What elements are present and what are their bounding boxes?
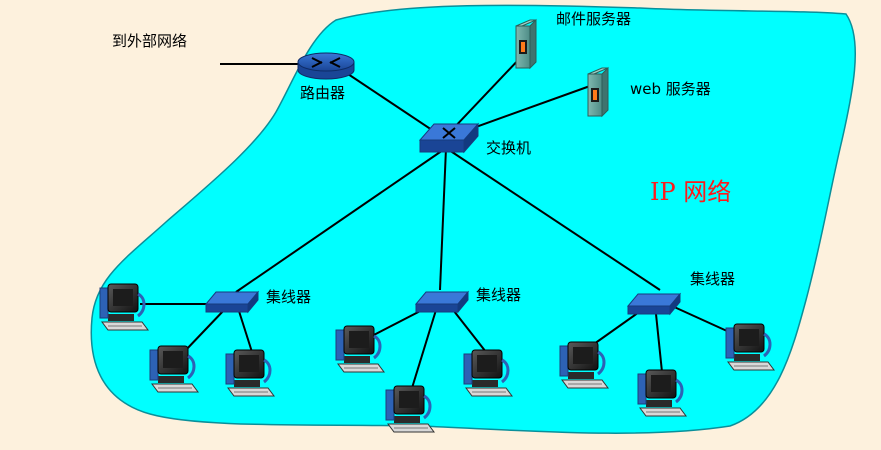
hub-right-icon — [627, 293, 681, 315]
ip-network-area — [90, 4, 856, 434]
link-switch-hub-middle — [439, 147, 447, 291]
hub-left-icon — [205, 291, 259, 313]
hub-left-label: 集线器 — [266, 288, 311, 306]
mail-server-icon — [515, 19, 537, 69]
link-switch-hub-left — [235, 147, 447, 293]
link-switch-hub-right — [445, 147, 661, 291]
link-switch-web — [461, 85, 591, 133]
link-router-switch — [347, 73, 439, 135]
web-server-icon — [587, 67, 609, 117]
switch-label: 交换机 — [486, 139, 531, 157]
hub-middle-icon — [415, 291, 469, 313]
mail-server-label: 邮件服务器 — [556, 10, 631, 28]
ip-network-label: IP 网络 — [650, 178, 731, 206]
hub-middle-label: 集线器 — [476, 286, 521, 304]
link-switch-mail — [449, 55, 523, 133]
router-label: 路由器 — [300, 84, 345, 102]
web-server-label: web 服务器 — [630, 80, 711, 98]
external-network-label: 到外部网络 — [112, 32, 187, 50]
links — [140, 55, 739, 389]
hub-right-label: 集线器 — [690, 270, 735, 288]
router-icon — [297, 52, 355, 80]
switch-icon — [418, 122, 480, 154]
